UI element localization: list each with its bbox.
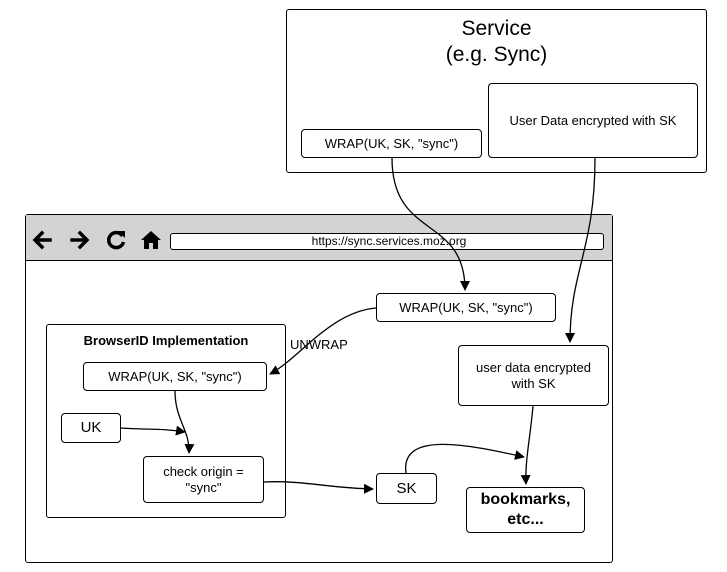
arrow-uk-to-check xyxy=(120,425,186,436)
arrow-sk-to-bookmarks xyxy=(405,443,525,474)
url-bar[interactable]: https://sync.services.moz.org xyxy=(170,233,604,250)
sk-box: SK xyxy=(376,473,437,504)
browser-user-data-line2: with SK xyxy=(511,375,556,391)
bookmarks-box: bookmarks, etc... xyxy=(466,487,585,533)
service-wrap-box: WRAP(UK, SK, "sync") xyxy=(301,129,482,158)
unwrap-label: UNWRAP xyxy=(290,337,348,352)
browserid-wrap-box: WRAP(UK, SK, "sync") xyxy=(83,362,267,391)
arrow-unwrap xyxy=(269,307,377,375)
service-title-line1: Service xyxy=(461,17,532,40)
service-title: Service (e.g. Sync) xyxy=(287,16,706,68)
service-title-line2: (e.g. Sync) xyxy=(445,43,548,66)
arrow-service-wrap-to-browser-wrap xyxy=(391,157,470,291)
reload-icon[interactable] xyxy=(105,229,127,251)
bookmarks-line1: bookmarks, xyxy=(480,491,571,508)
browser-user-data-box: user data encrypted with SK xyxy=(458,345,609,406)
arrow-data-to-bookmarks xyxy=(520,405,534,485)
forward-arrow-icon[interactable] xyxy=(69,229,91,251)
arrow-check-to-sk xyxy=(263,481,374,494)
back-arrow-icon[interactable] xyxy=(31,229,53,251)
home-icon[interactable] xyxy=(140,229,162,251)
uk-box: UK xyxy=(61,413,121,443)
check-origin-line1: check origin = xyxy=(163,463,244,479)
browser-wrap-box: WRAP(UK, SK, "sync") xyxy=(376,293,556,322)
browser-toolbar: https://sync.services.moz.org xyxy=(26,215,612,261)
browserid-title: BrowserID Implementation xyxy=(83,333,249,348)
bookmarks-line2: etc... xyxy=(507,511,544,528)
arrow-wrap-to-check xyxy=(174,390,195,454)
browser-user-data-line1: user data encrypted xyxy=(476,359,591,375)
service-user-data-box: User Data encrypted with SK xyxy=(488,83,698,158)
arrow-service-data-to-browser-data xyxy=(565,157,596,343)
check-origin-box: check origin = "sync" xyxy=(143,456,264,503)
check-origin-line2: "sync" xyxy=(185,479,222,495)
